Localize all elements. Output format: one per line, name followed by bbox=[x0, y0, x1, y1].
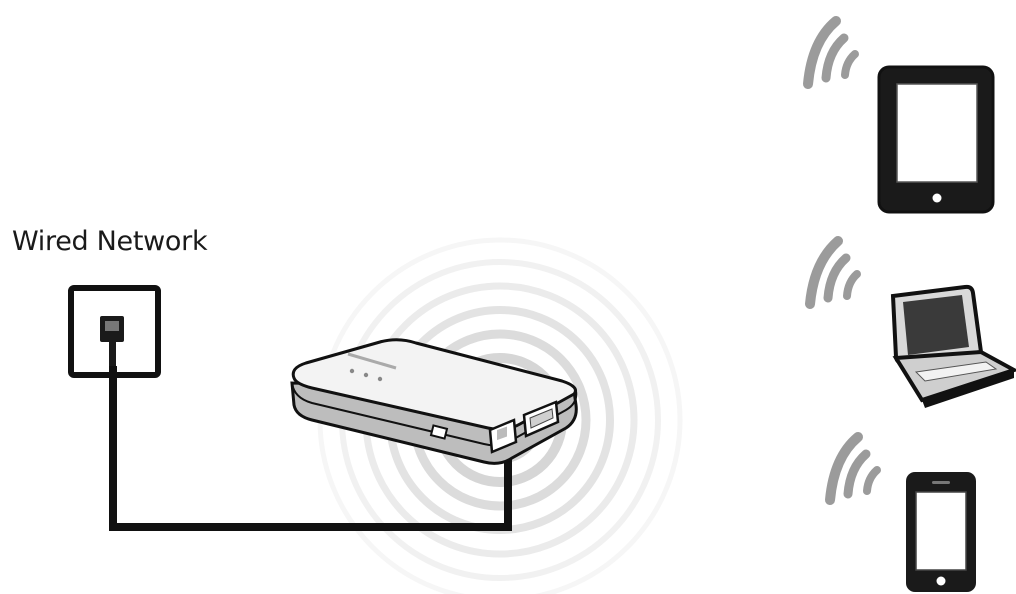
router-icon bbox=[292, 340, 576, 464]
tablet-icon bbox=[879, 67, 993, 212]
power-switch bbox=[431, 425, 447, 438]
ethernet-wall-socket bbox=[71, 288, 158, 375]
wifi-signal-laptop-icon bbox=[810, 241, 857, 304]
wifi-signal-phone-icon bbox=[830, 437, 877, 500]
wifi-signal-tablet-icon bbox=[808, 21, 855, 84]
laptop-icon bbox=[893, 287, 1014, 408]
phone-icon bbox=[906, 472, 976, 592]
